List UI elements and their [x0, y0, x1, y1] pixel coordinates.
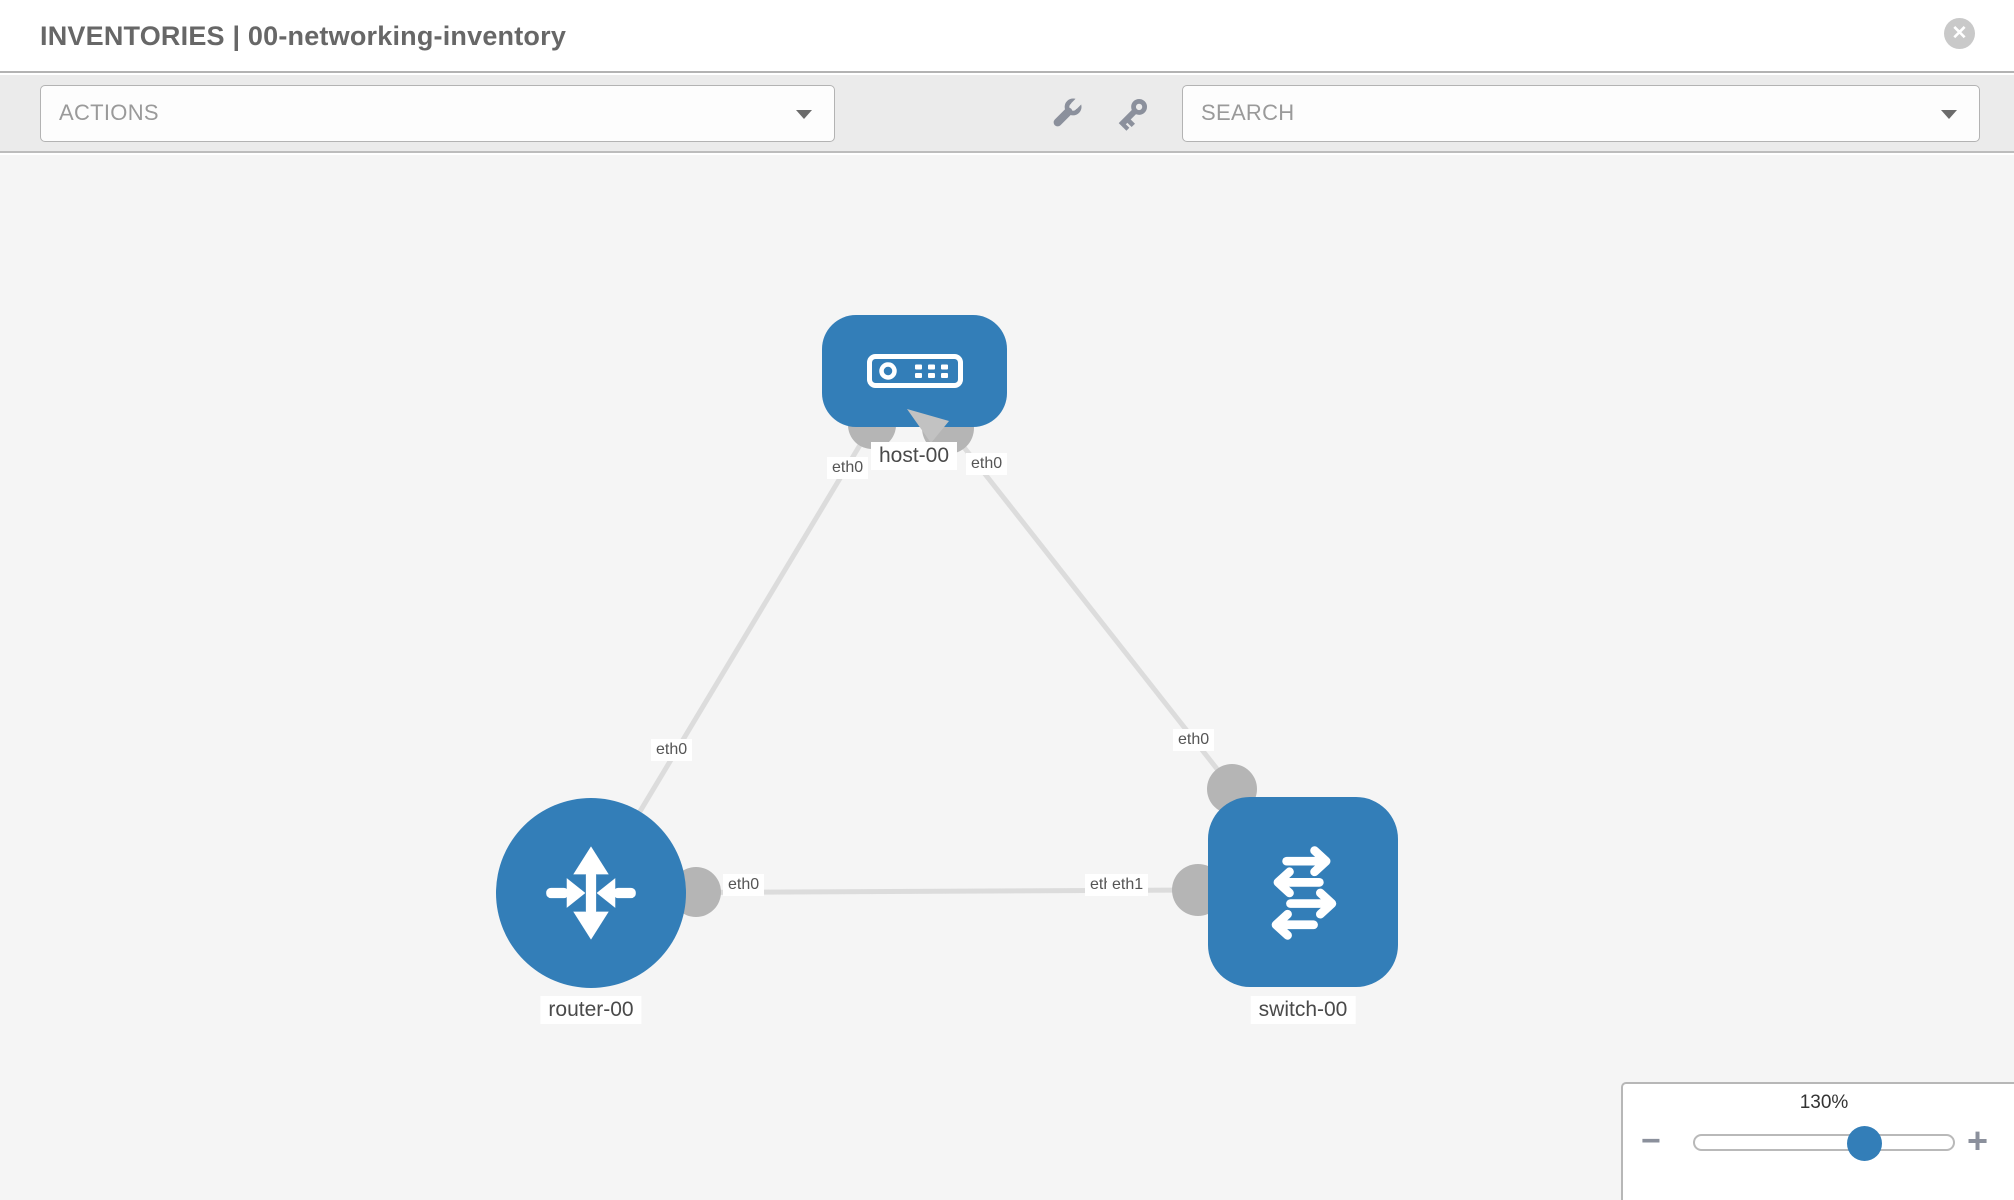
interface-label: eth1: [1107, 874, 1149, 896]
node-host-00[interactable]: [822, 315, 1007, 427]
links-layer: [588, 423, 1234, 896]
interface-label: eth0: [827, 457, 869, 479]
minus-icon: −: [1641, 1122, 1661, 1160]
page-title: INVENTORIES | 00-networking-inventory: [40, 21, 567, 51]
link-host-switch: [946, 425, 1234, 790]
node-label-switch-00: switch-00: [1250, 996, 1356, 1024]
wrench-icon: [1053, 97, 1083, 127]
key-icon: [1118, 98, 1148, 131]
plus-icon: +: [1967, 1120, 1989, 1161]
zoom-in-button[interactable]: +: [1967, 1120, 1988, 1162]
interface-label: eth0: [651, 739, 693, 761]
zoom-panel: 130% − +: [1621, 1082, 2014, 1200]
node-router-00[interactable]: [496, 798, 686, 988]
search-dropdown-label: SEARCH: [1201, 100, 1295, 125]
actions-dropdown[interactable]: ACTIONS: [40, 85, 835, 142]
zoom-slider-track[interactable]: [1693, 1134, 1955, 1151]
zoom-level-value: 130%: [1799, 1092, 1849, 1113]
node-label-router-00: router-00: [540, 996, 642, 1024]
router-icon: [546, 846, 636, 940]
toolbar: ACTIONS: [0, 75, 2014, 153]
node-label-host-00: host-00: [870, 442, 958, 470]
title-bar: INVENTORIES | 00-networking-inventory ✕: [0, 0, 2014, 73]
credentials-button[interactable]: [1110, 92, 1154, 136]
switch-icon: [1271, 846, 1337, 940]
node-switch-00[interactable]: [1208, 797, 1398, 987]
close-icon: ✕: [1951, 23, 1968, 44]
chevron-down-icon: [796, 110, 812, 119]
link-arrowhead: [907, 409, 949, 443]
search-dropdown[interactable]: SEARCH: [1182, 85, 1980, 142]
interface-label: eth0: [723, 874, 765, 896]
zoom-out-button[interactable]: −: [1641, 1122, 1661, 1161]
topology-canvas[interactable]: eth0 eth0 eth0 eth0 eth0 eth0 eth1 host-…: [0, 155, 2014, 1200]
actions-dropdown-label: ACTIONS: [59, 100, 159, 125]
zoom-slider-thumb[interactable]: [1847, 1126, 1882, 1161]
close-button[interactable]: ✕: [1944, 18, 1975, 49]
chevron-down-icon: [1941, 110, 1957, 119]
host-icon: [866, 354, 963, 388]
interface-label: eth0: [1173, 729, 1215, 751]
interface-label: eth0: [966, 453, 1008, 475]
tools-button[interactable]: [1044, 92, 1088, 136]
